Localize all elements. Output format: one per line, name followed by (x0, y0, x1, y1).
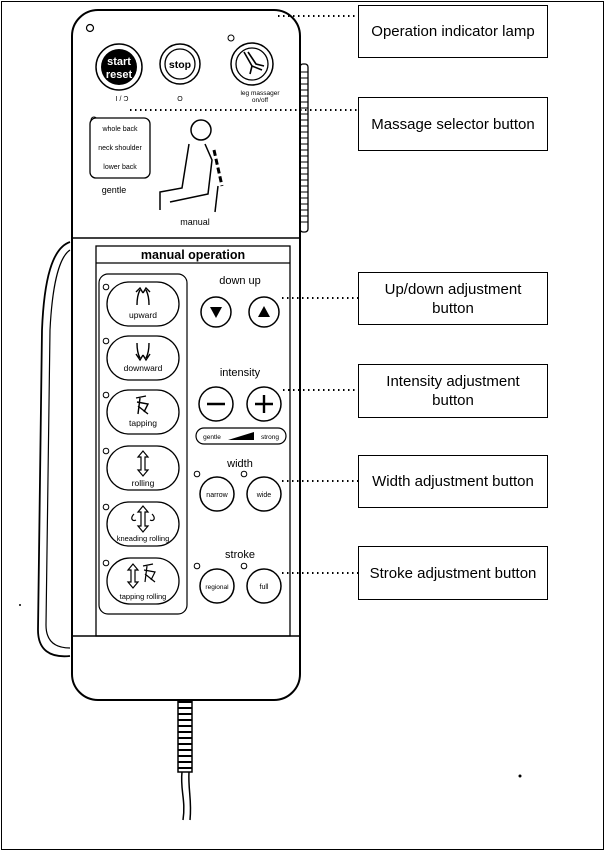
regional-label: regional (205, 584, 229, 591)
manual-label: manual (180, 217, 210, 227)
start-label: start (107, 56, 131, 68)
whole-back-option: whole back (101, 126, 138, 133)
wide-lamp (240, 470, 248, 478)
stroke-label: stroke (225, 549, 255, 561)
callout-updown-adjustment-button: Up/down adjustment button (358, 272, 548, 325)
regional-lamp (193, 562, 201, 570)
regional-button[interactable]: regional (199, 568, 235, 604)
rolling-mode-button[interactable]: rolling (102, 445, 180, 491)
full-button[interactable]: full (246, 568, 282, 604)
manual-operation-title: manual operation (141, 248, 245, 262)
operation-indicator-lamp (85, 23, 95, 33)
tapping-mode-button[interactable]: tapping (102, 389, 180, 435)
stop-label: stop (169, 59, 191, 71)
kneading-arrow-icon (131, 505, 155, 533)
upward-arrows-icon (135, 286, 151, 306)
wide-label: wide (256, 492, 272, 499)
stop-button[interactable]: stop (159, 43, 201, 85)
narrow-lamp (193, 470, 201, 478)
leg-massager-label: leg massager (240, 90, 280, 97)
mode-button-group (98, 273, 188, 615)
leg-icon (243, 51, 265, 75)
io-label: I / Ɔ (116, 96, 129, 103)
triangle-down-icon (210, 307, 222, 318)
width-label: width (226, 458, 253, 470)
side-grip (299, 63, 309, 233)
down-button[interactable] (200, 296, 232, 328)
downward-mode-button[interactable]: downward (102, 335, 180, 381)
downward-label: downward (124, 363, 163, 373)
up-button[interactable] (248, 296, 280, 328)
tapping-rolling-mode-button[interactable]: tapping rolling (102, 557, 180, 605)
upward-label: upward (129, 310, 157, 320)
upward-mode-button[interactable]: upward (102, 281, 180, 327)
remote-holder (37, 241, 71, 658)
leg-massager-button[interactable] (230, 42, 274, 86)
callout-stroke-adjustment-button: Stroke adjustment button (358, 546, 548, 600)
massage-selector-button[interactable]: whole back neck shoulder lower back (89, 117, 151, 179)
callout-operation-indicator-lamp: Operation indicator lamp (358, 5, 548, 58)
leg-massager-lamp (227, 34, 235, 42)
kneading-rolling-label: kneading rolling (117, 534, 170, 543)
intensity-label: intensity (220, 367, 261, 379)
o-label: O (177, 96, 183, 103)
seated-person-icon (159, 119, 224, 213)
full-label: full (260, 584, 269, 591)
triangle-up-icon (258, 306, 270, 317)
tapping-rolling-label: tapping rolling (120, 592, 167, 601)
reset-label: reset (106, 69, 133, 81)
tapping-label: tapping (129, 418, 157, 428)
narrow-label: narrow (206, 492, 228, 499)
leg-massager-onoff-label: on/off (252, 97, 268, 104)
callout-intensity-adjustment-button: Intensity adjustment button (358, 364, 548, 418)
intensity-plus-button[interactable] (246, 386, 282, 422)
gentle-label: gentle (102, 185, 127, 195)
tapping-hand-icon (135, 395, 150, 415)
intensity-gentle-label: gentle (203, 434, 221, 441)
callout-massage-selector-button: Massage selector button (358, 97, 548, 151)
kneading-rolling-mode-button[interactable]: kneading rolling (102, 501, 180, 547)
tapping-rolling-icon (126, 563, 156, 589)
intensity-minus-button[interactable] (198, 386, 234, 422)
intensity-strong-label: strong (261, 434, 279, 441)
leader-lines (130, 15, 358, 574)
power-cord (177, 689, 193, 821)
lower-back-option: lower back (103, 164, 137, 171)
intensity-level-bars (228, 432, 254, 440)
narrow-button[interactable]: narrow (199, 476, 235, 512)
full-lamp (240, 562, 248, 570)
neck-shoulder-option: neck shoulder (98, 145, 142, 152)
start-reset-button[interactable]: start reset (95, 43, 143, 91)
up-down-arrow-icon (136, 450, 150, 477)
plus-icon (255, 395, 273, 413)
callout-width-adjustment-button: Width adjustment button (358, 455, 548, 508)
down-up-label: down up (219, 275, 261, 287)
downward-arrows-icon (135, 342, 151, 362)
wide-button[interactable]: wide (246, 476, 282, 512)
rolling-label: rolling (132, 478, 155, 488)
